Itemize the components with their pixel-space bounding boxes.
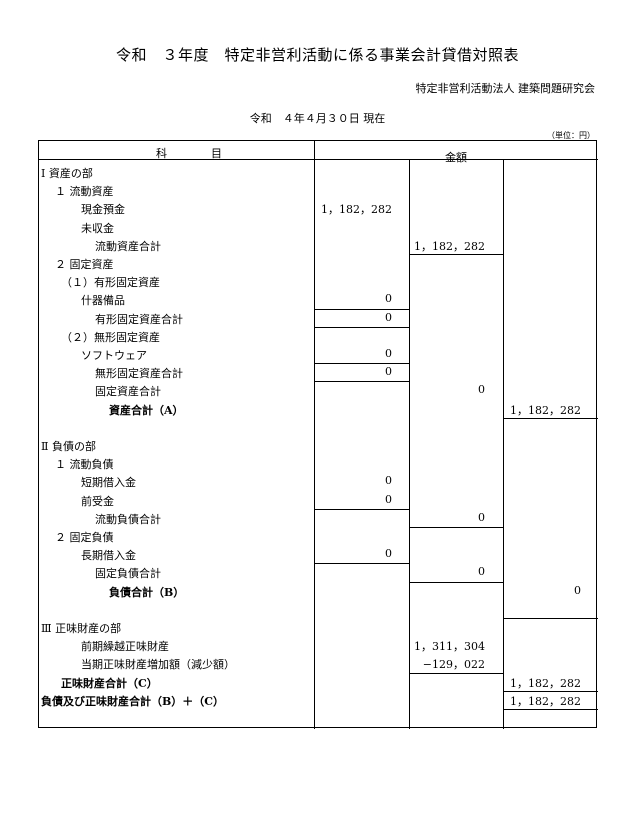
- amount-c1: 0: [385, 474, 392, 488]
- grid-line: [314, 381, 409, 383]
- grid-line: [503, 709, 598, 710]
- row-label: （２）無形固定資産: [61, 330, 160, 344]
- grid-line: [409, 672, 503, 674]
- row-label: 当期正味財産増加額（減少額）: [81, 658, 235, 672]
- row-label: 資産合計（A）: [109, 403, 184, 417]
- amount-c1: 0: [385, 365, 392, 379]
- amount-c1: 0: [385, 547, 392, 561]
- amount-c3: 1，182，282: [510, 694, 581, 708]
- row-label: 什器備品: [81, 294, 125, 308]
- grid-line: [314, 563, 409, 565]
- row-label: （１）有形固定資産: [61, 276, 160, 290]
- row-label: 流動負債合計: [95, 512, 161, 526]
- column-header-amount: 金額: [445, 151, 467, 164]
- report-date: 令和 ４年４月３０日 現在: [249, 112, 386, 125]
- row-label: Ⅲ 正味財産の部: [41, 622, 122, 635]
- grid-line: [503, 159, 504, 729]
- row-label: 負債合計（B）: [109, 585, 185, 599]
- row-label: ２ 固定負債: [55, 531, 114, 544]
- row-label: 未収金: [81, 221, 114, 235]
- grid-line: [39, 159, 598, 160]
- grid-line: [314, 308, 409, 310]
- grid-line: [314, 326, 409, 328]
- grid-line: [409, 254, 503, 255]
- amount-c1: 0: [385, 347, 392, 360]
- grid-line: [409, 159, 410, 729]
- row-label: ソフトウェア: [81, 349, 147, 362]
- row-label: Ⅰ 資産の部: [41, 167, 93, 180]
- document-title: 令和 ３年度 特定非営利活動に係る事業会計貸借対照表: [115, 46, 519, 64]
- row-label: 固定負債合計: [95, 567, 161, 581]
- amount-c1: 0: [385, 292, 392, 306]
- grid-line: [314, 363, 409, 365]
- row-label: 前期繰越正味財産: [81, 640, 169, 654]
- row-label: 無形固定資産合計: [95, 367, 183, 381]
- amount-c2: −129，022: [422, 658, 485, 672]
- grid-line: [314, 508, 409, 510]
- amount-c1: 0: [385, 310, 392, 324]
- row-label: ２ 固定資産: [55, 258, 114, 271]
- row-label: 短期借入金: [81, 476, 136, 490]
- amount-c1: 0: [385, 492, 392, 506]
- column-header-item: 科 目: [156, 147, 222, 160]
- row-label: １ 流動負債: [55, 458, 114, 472]
- grid-line: [409, 581, 503, 583]
- grid-line: [503, 690, 598, 692]
- amount-c3: 1，182，282: [510, 676, 581, 690]
- amount-c2: 0: [478, 510, 485, 524]
- row-label: 正味財産合計（C）: [61, 676, 158, 690]
- unit-note: （単位：円）: [547, 131, 595, 140]
- grid-line: [503, 618, 598, 619]
- row-label: １ 流動資産: [55, 185, 114, 199]
- row-label: 負債及び正味財産合計（B）＋（C）: [41, 694, 225, 708]
- row-label: 前受金: [81, 494, 114, 508]
- amount-c2: 0: [478, 565, 485, 579]
- balance-sheet-table: 科 目 金額 Ⅰ 資産の部 １ 流動資産現金預金 1，182，282 未収金流動資産合…: [38, 140, 598, 729]
- grid-line: [314, 141, 315, 729]
- amount-c2: 1，311，304: [414, 640, 485, 654]
- row-label: 現金預金: [81, 203, 125, 217]
- grid-line: [409, 527, 503, 528]
- amount-c1: 1，182，282: [321, 203, 392, 217]
- row-label: 流動資産合計: [95, 239, 161, 253]
- amount-c3: 0: [574, 583, 581, 597]
- organization-name: 特定非営利活動法人 建築問題研究会: [415, 82, 596, 95]
- row-label: 固定資産合計: [95, 385, 161, 399]
- row-label: 有形固定資産合計: [95, 312, 183, 326]
- row-label: 長期借入金: [81, 549, 136, 563]
- row-label: Ⅱ 負債の部: [41, 440, 96, 453]
- amount-c2: 0: [478, 383, 485, 397]
- grid-line: [503, 417, 598, 419]
- amount-c3: 1，182，282: [510, 403, 581, 417]
- amount-c2: 1，182，282: [414, 239, 485, 253]
